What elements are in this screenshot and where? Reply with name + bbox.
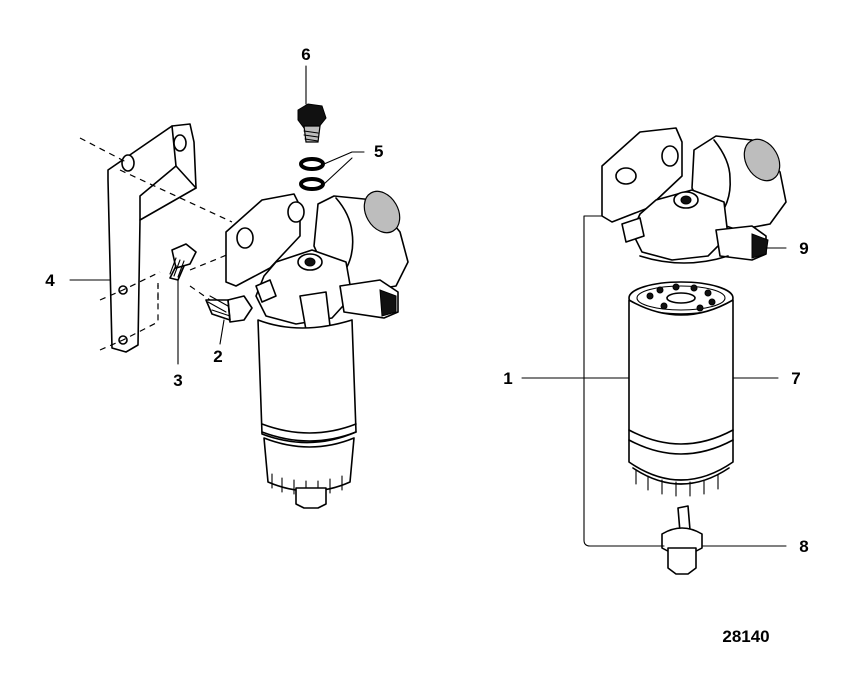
- spin-on-filter: [628, 281, 734, 497]
- callout-labels: 6 5 4 3 2 1 7 8 9: [45, 45, 808, 556]
- callout-7: 7: [791, 369, 800, 388]
- callout-9: 9: [799, 239, 808, 258]
- callout-1: 1: [503, 369, 512, 388]
- bolt-2: [205, 295, 253, 323]
- filter-head-left: [225, 190, 409, 331]
- filter-head-right: [601, 127, 787, 264]
- callout-5: 5: [374, 142, 383, 161]
- o-rings: [299, 157, 325, 191]
- right-leader-lines: [521, 215, 787, 547]
- filter-canister-left: [257, 319, 357, 509]
- callout-3: 3: [173, 371, 182, 390]
- drain-sensor: [661, 505, 703, 575]
- bolt-3: [169, 243, 197, 281]
- callout-8: 8: [799, 537, 808, 556]
- figure-number: 28140: [722, 627, 769, 646]
- right-assembly: [521, 127, 787, 575]
- callout-4: 4: [45, 271, 55, 290]
- left-assembly: [69, 65, 409, 509]
- left-leader-lines: [69, 65, 365, 365]
- vent-plug: [297, 103, 327, 143]
- callout-6: 6: [301, 45, 310, 64]
- mounting-bracket: [107, 123, 197, 353]
- callout-2: 2: [213, 347, 222, 366]
